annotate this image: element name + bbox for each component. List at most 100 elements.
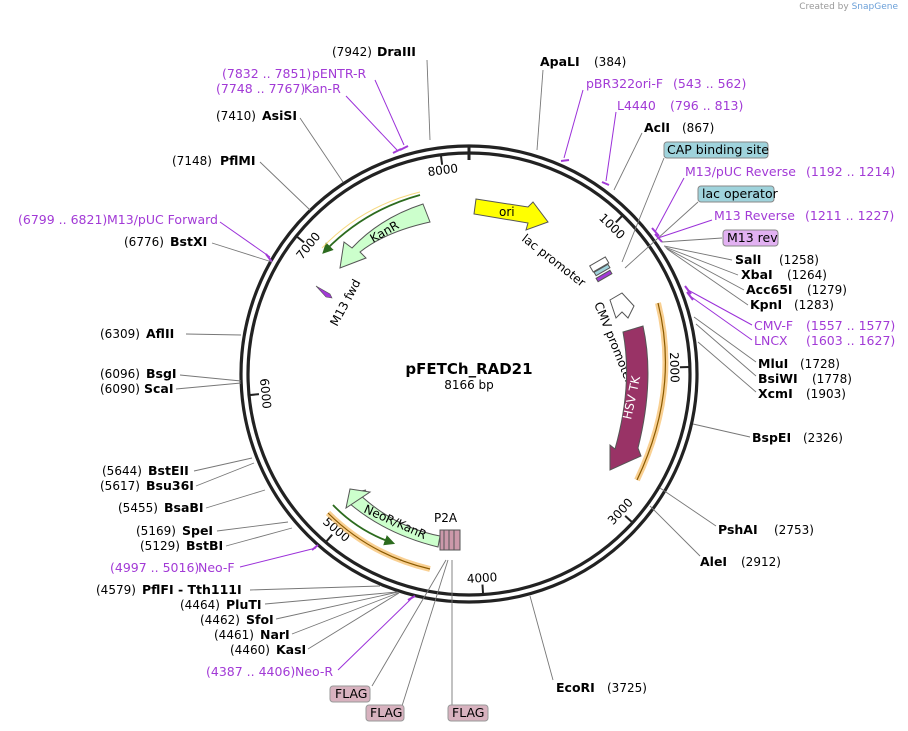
svg-text:(796 .. 813): (796 .. 813): [670, 98, 743, 113]
left-sites: (7942) DraIII (7832 .. 7851) pENTR-R (77…: [18, 44, 431, 679]
svg-text:(1728): (1728): [800, 357, 840, 371]
p2a-label: P2A: [434, 511, 458, 525]
site-sali[interactable]: SalI: [735, 252, 761, 267]
svg-text:(7148): (7148): [172, 154, 212, 168]
ori-feature[interactable]: [473, 198, 549, 231]
site-bsabi[interactable]: BsaBI: [164, 500, 204, 515]
m13-fwd-feature[interactable]: [315, 285, 333, 299]
lac-promoter-label: lac promoter: [519, 231, 588, 289]
right-sites: ApaLI (384) pBR322ori-F (543 .. 562) L44…: [536, 54, 895, 569]
m13-fwd-label: M13 fwd: [327, 277, 363, 329]
site-mlui[interactable]: MluI: [758, 356, 788, 371]
ruler-tick-6000: [248, 393, 260, 397]
site-pluti[interactable]: PluTI: [226, 597, 262, 612]
flag-features: FLAG FLAG FLAG: [329, 559, 489, 722]
neor-orf-arc: [332, 504, 396, 546]
site-scai[interactable]: ScaI: [144, 381, 174, 396]
site-acc65i[interactable]: Acc65I: [746, 282, 793, 297]
lac-operator-label[interactable]: lac operator: [702, 186, 779, 201]
p2a-feature[interactable]: [439, 529, 461, 551]
site-bsu36i[interactable]: Bsu36I: [146, 478, 194, 493]
cmv-promoter-feature[interactable]: [609, 292, 635, 319]
svg-text:(1903): (1903): [806, 387, 846, 401]
flag-label-1[interactable]: FLAG: [335, 686, 367, 701]
flag-label-2[interactable]: FLAG: [370, 705, 402, 720]
plasmid-length: 8166 bp: [444, 378, 494, 392]
svg-text:(5129): (5129): [140, 539, 180, 553]
site-pshai[interactable]: PshAI: [718, 522, 758, 537]
site-pflmi[interactable]: PflMI: [220, 153, 256, 168]
ruler-tick-7000: [295, 235, 305, 244]
ruler-tick-3000: [624, 515, 634, 524]
primer-neo-r[interactable]: Neo-R: [295, 664, 333, 679]
site-draiii[interactable]: DraIII: [377, 44, 416, 59]
site-bsteii[interactable]: BstEII: [148, 463, 189, 478]
kanr-feature[interactable]: [339, 203, 431, 269]
svg-text:(7832 .. 7851): (7832 .. 7851): [222, 66, 311, 81]
site-bsgi[interactable]: BsgI: [146, 366, 177, 381]
lac-promoter-feature[interactable]: [589, 256, 613, 283]
svg-text:(6090): (6090): [100, 382, 140, 396]
ruler-tick-4000: [481, 584, 485, 595]
svg-text:(543 .. 562): (543 .. 562): [673, 76, 746, 91]
svg-text:(7942): (7942): [332, 45, 372, 59]
primer-cmv-f[interactable]: CMV-F: [754, 318, 793, 333]
neor-kanr-label: NeoR/KanR: [362, 502, 429, 542]
svg-text:(4462): (4462): [200, 613, 240, 627]
site-alei[interactable]: AleI: [700, 554, 727, 569]
site-kasi[interactable]: KasI: [276, 642, 306, 657]
site-pflfi-tth111i[interactable]: PflFI - Tth111I: [142, 582, 242, 597]
site-apali[interactable]: ApaLI: [540, 54, 580, 69]
svg-text:(1192 .. 1214): (1192 .. 1214): [806, 164, 895, 179]
svg-text:(6309): (6309): [100, 327, 140, 341]
site-acli[interactable]: AclI: [644, 120, 670, 135]
svg-text:(5169): (5169): [136, 524, 176, 538]
snapgene-credit: Created by SnapGene: [799, 2, 898, 12]
primer-m13-puc-forward[interactable]: M13/pUC Forward: [107, 212, 218, 227]
svg-text:(4387 .. 4406): (4387 .. 4406): [206, 664, 295, 679]
site-kpni[interactable]: KpnI: [750, 297, 782, 312]
svg-text:(1264): (1264): [787, 268, 827, 282]
ruler-label-4000: 4000: [466, 570, 497, 586]
svg-text:(4997 .. 5016): (4997 .. 5016): [110, 560, 199, 575]
ruler-tick-8000: [439, 154, 444, 165]
primer-pentr-r[interactable]: pENTR-R: [312, 66, 367, 81]
ruler-label-8000: 8000: [427, 161, 459, 179]
site-asisi[interactable]: AsiSI: [262, 108, 297, 123]
svg-text:(1279): (1279): [807, 283, 847, 297]
site-spei[interactable]: SpeI: [182, 523, 213, 538]
primer-l4440[interactable]: L4440: [617, 98, 656, 113]
site-bspei[interactable]: BspEI: [752, 430, 791, 445]
plasmid-name: pFETCh_RAD21: [405, 360, 532, 378]
svg-text:(4579): (4579): [96, 583, 136, 597]
cap-binding-site-label[interactable]: CAP binding site: [667, 142, 769, 157]
svg-text:(4461): (4461): [214, 628, 254, 642]
svg-text:(2326): (2326): [803, 431, 843, 445]
svg-text:(1283): (1283): [794, 298, 834, 312]
svg-text:(7748 .. 7767): (7748 .. 7767): [216, 81, 305, 96]
svg-text:(5644): (5644): [102, 464, 142, 478]
site-xcmi[interactable]: XcmI: [758, 386, 793, 401]
site-ecori[interactable]: EcoRI: [556, 680, 595, 695]
svg-text:(2912): (2912): [741, 555, 781, 569]
credit-prefix: Created by: [799, 2, 849, 12]
site-bstbi[interactable]: BstBI: [186, 538, 223, 553]
site-nari[interactable]: NarI: [260, 627, 290, 642]
primer-m13-reverse[interactable]: M13 Reverse: [714, 208, 795, 223]
flag-label-3[interactable]: FLAG: [452, 705, 484, 720]
site-xbai[interactable]: XbaI: [741, 267, 773, 282]
primer-lncx[interactable]: LNCX: [754, 333, 788, 348]
primer-neo-f[interactable]: Neo-F: [198, 560, 235, 575]
site-aflii[interactable]: AflII: [146, 326, 174, 341]
site-sfoi[interactable]: SfoI: [246, 612, 274, 627]
primer-m13-puc-reverse[interactable]: M13/pUC Reverse: [685, 164, 796, 179]
site-bstxi[interactable]: BstXI: [170, 234, 207, 249]
primer-kan-r[interactable]: Kan-R: [304, 81, 341, 96]
m13-rev-label[interactable]: M13 rev: [727, 230, 778, 245]
hsv-tk-feature[interactable]: [609, 325, 649, 471]
primer-pbr322ori-f[interactable]: pBR322ori-F: [586, 76, 663, 91]
site-bsiwi[interactable]: BsiWI: [758, 371, 798, 386]
svg-text:(1603 .. 1627): (1603 .. 1627): [806, 333, 895, 348]
ori-label: ori: [499, 205, 515, 219]
svg-text:(7410): (7410): [216, 109, 256, 123]
